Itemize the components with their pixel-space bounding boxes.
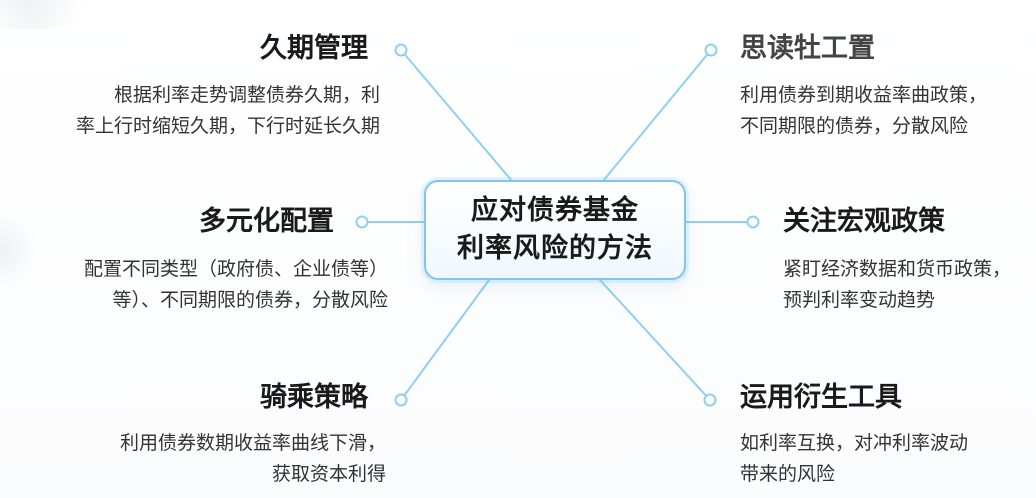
- branch-title-ladder: 思读牡工置: [740, 33, 875, 64]
- central-topic-box: 应对债券基金 利率风险的方法: [424, 180, 686, 280]
- branch-desc-duration: 根据利率走势调整债券久期，利 率上行时缩短久期，下行时延长久期: [75, 84, 380, 137]
- branch-title-macro: 关注宏观政策: [783, 206, 945, 237]
- connector-line-derivatives: [599, 279, 711, 401]
- branch-desc-derivatives: 如利率互换，对冲利率波动 带来的风险: [740, 432, 969, 485]
- central-topic-title: 应对债券基金 利率风险的方法: [457, 195, 653, 264]
- branch-desc-ladder: 利用债券到期收益率曲政策， 不同期限的债券，分散风险: [740, 84, 988, 137]
- branch-title-diversify: 多元化配置: [199, 206, 334, 237]
- branch-desc-diversify: 配置不同类型（政府债、企业债等） 等）、不同期限的债券，分散风险: [83, 258, 388, 311]
- connector-end-dot-ladder: [704, 43, 718, 57]
- branch-title-duration: 久期管理: [260, 33, 368, 64]
- connector-line-riding: [400, 279, 490, 401]
- connector-end-dot-derivatives: [703, 393, 717, 407]
- connector-end-dot-duration: [394, 43, 408, 57]
- connector-line-duration: [400, 49, 513, 182]
- connector-line-ladder: [602, 49, 712, 182]
- branch-title-riding: 骑乘策略: [260, 382, 368, 413]
- connector-end-dot-riding: [394, 393, 408, 407]
- branch-desc-riding: 利用债券数期收益率曲线下滑， 获取资本利得: [119, 432, 386, 485]
- connector-end-dot-macro: [746, 215, 760, 229]
- branch-title-derivatives: 运用衍生工具: [740, 382, 902, 413]
- connector-end-dot-diversify: [355, 215, 369, 229]
- branch-desc-macro: 紧盯经济数据和货币政策， 预判利率变动趋势: [783, 258, 1012, 311]
